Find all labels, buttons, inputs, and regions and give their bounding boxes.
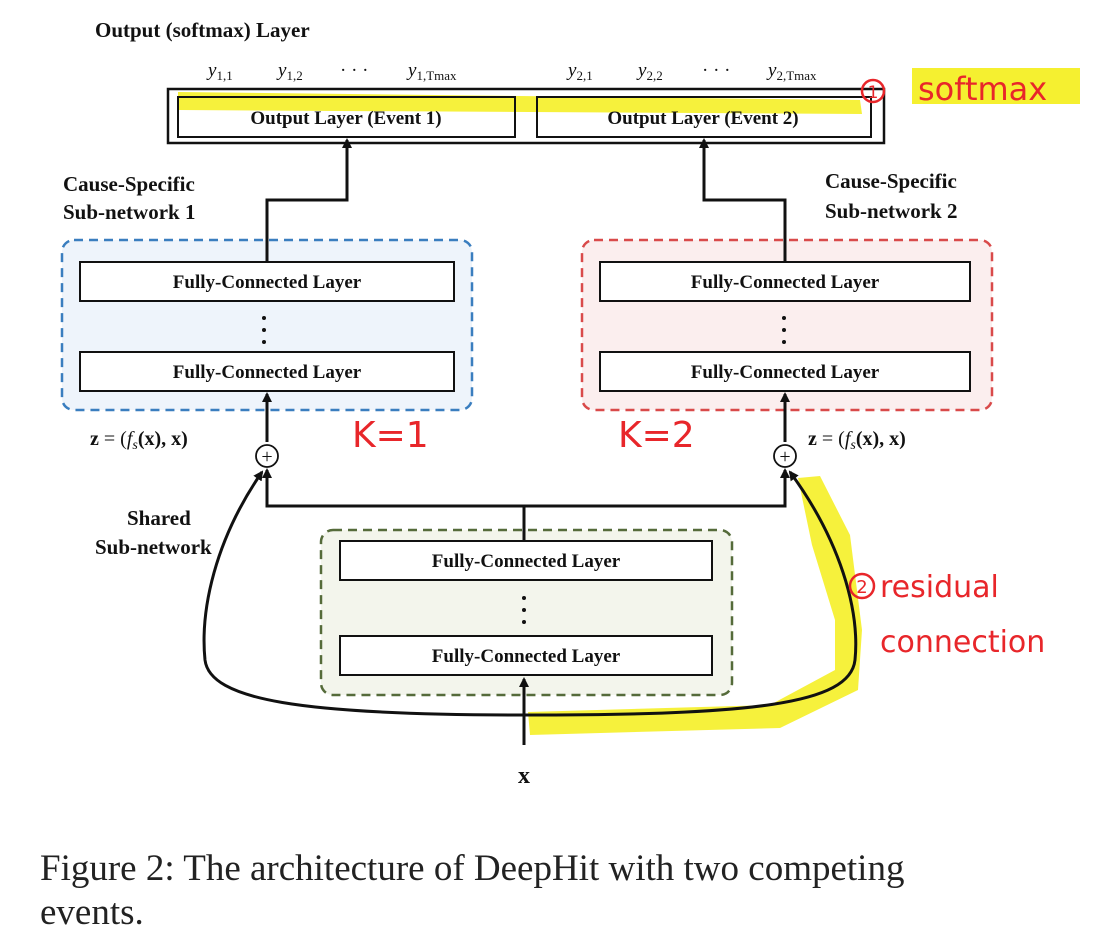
- annotation-softmax: softmax: [918, 70, 1047, 108]
- output-var-y2tmax: y2,Tmax: [766, 60, 817, 83]
- cause-specific-subnetwork-1: Fully-Connected Layer Fully-Connected La…: [60, 238, 474, 412]
- shared-vdot: [522, 620, 526, 624]
- subnet2-title-line1: Cause-Specific: [825, 169, 957, 193]
- subnet1-layer-top-label: Fully-Connected Layer: [173, 272, 362, 293]
- subnet1-vdot: [262, 328, 266, 332]
- shared-title-line2: Sub-network: [95, 535, 212, 559]
- subnet1-title-line1: Cause-Specific: [63, 172, 195, 196]
- shared-subnetwork: Fully-Connected Layer Fully-Connected La…: [319, 528, 734, 697]
- sum-node-2: +: [773, 444, 797, 468]
- shared-layer-top-box: [339, 540, 713, 581]
- subnet2-layer-bottom-box: [599, 351, 971, 392]
- annotation-num-2: 2: [856, 577, 867, 598]
- residual-highlight-stroke: [528, 476, 862, 735]
- output-layer-event2-box: [536, 96, 872, 138]
- annotation-residual-line2: connection: [880, 625, 1045, 660]
- sum-node-2-plus: +: [779, 446, 790, 468]
- subnet1-vdot: [262, 340, 266, 344]
- subnet1-layer-bottom-label: Fully-Connected Layer: [173, 362, 362, 383]
- residual-right-curve: [523, 470, 858, 717]
- annotation-residual-line1: residual: [880, 570, 999, 605]
- shared-vdot: [522, 608, 526, 612]
- subnet1-layer-bottom-box: [79, 351, 455, 392]
- sum-node-1: +: [255, 444, 279, 468]
- connections: [202, 138, 858, 745]
- annotation-k1: K=1: [352, 415, 429, 456]
- output-var-y1tmax: y1,Tmax: [406, 60, 457, 83]
- shared-layer-bottom-box: [339, 635, 713, 676]
- output-var-dots-1: · · ·: [340, 60, 368, 81]
- output-layer-event1-box: [177, 96, 516, 138]
- output-layer-event1-label: Output Layer (Event 1): [250, 108, 441, 129]
- subnet2-to-output-arrow: [699, 138, 787, 262]
- output-layer-title: Output (softmax) Layer: [95, 18, 310, 42]
- output-var-y22: y2,2: [636, 60, 663, 83]
- cause-specific-subnetwork-2: Fully-Connected Layer Fully-Connected La…: [580, 238, 994, 412]
- z-formula-left: z = (fs(x), x): [90, 428, 188, 453]
- handwritten-annotations: K=1 K=2 1 softmax 2 residual connection: [352, 70, 1047, 660]
- residual-left-curve: [202, 470, 525, 717]
- shared-title-line1: Shared: [127, 506, 191, 530]
- subnet2-vdot: [782, 340, 786, 344]
- softmax-word-highlight: [912, 68, 1080, 104]
- subnet1-vdot: [262, 316, 266, 320]
- annotation-k2: K=2: [618, 415, 695, 456]
- sum-node-1-plus: +: [261, 446, 272, 468]
- shared-to-plus2-arrow: [524, 468, 790, 508]
- output-var-y11: y1,1: [206, 60, 233, 83]
- subnet1-title-line2: Sub-network 1: [63, 200, 195, 224]
- shared-to-plus1-arrow: [262, 468, 524, 508]
- output-var-dots-2: · · ·: [702, 60, 730, 81]
- shared-vdot: [522, 596, 526, 600]
- z-formula-right: z = (fs(x), x): [808, 428, 906, 453]
- shared-layer-top-label: Fully-Connected Layer: [432, 551, 621, 572]
- annotation-circle-1: [860, 78, 886, 104]
- output-variables: y1,1 y1,2 · · · y1,Tmax y2,1 y2,2 · · · …: [206, 60, 817, 83]
- subnet2-title-line2: Sub-network 2: [825, 199, 957, 223]
- output-layer-event2-label: Output Layer (Event 2): [607, 108, 798, 129]
- shared-layer-bottom-label: Fully-Connected Layer: [432, 646, 621, 667]
- input-x-label: x: [518, 763, 530, 789]
- output-var-y12: y1,2: [276, 60, 303, 83]
- annotation-circle-2: [848, 572, 876, 600]
- figure-caption-line2: events.: [40, 892, 144, 933]
- subnet2-vdot: [782, 316, 786, 320]
- subnet2-layer-top-box: [599, 261, 971, 302]
- subnet2-layer-bottom-label: Fully-Connected Layer: [691, 362, 880, 383]
- subnet2-vdot: [782, 328, 786, 332]
- subnet2-layer-top-label: Fully-Connected Layer: [691, 272, 880, 293]
- subnet1-to-output-arrow: [265, 138, 352, 262]
- output-layer: Output Layer (Event 1) Output Layer (Eve…: [166, 87, 886, 145]
- annotation-num-1: 1: [868, 83, 879, 103]
- figure-caption-line1: Figure 2: The architecture of DeepHit wi…: [40, 848, 904, 889]
- output-layer-outer-box: [166, 87, 886, 145]
- output-var-y21: y2,1: [566, 60, 593, 83]
